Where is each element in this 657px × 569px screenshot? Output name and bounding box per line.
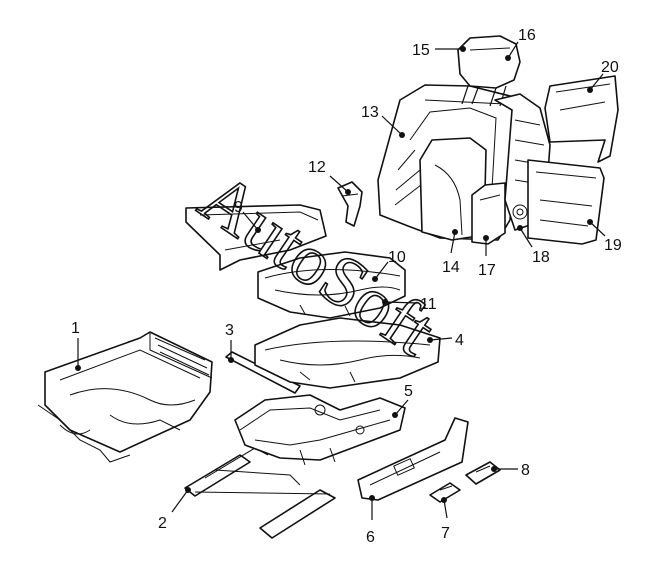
callout-number: 17 xyxy=(478,262,496,279)
callout-20: 20 xyxy=(587,59,619,93)
callout-12: 12 xyxy=(308,159,351,195)
callout-8: 8 xyxy=(491,462,530,479)
callout-6: 6 xyxy=(366,495,375,546)
part-side-shield xyxy=(471,182,506,245)
callout-16: 16 xyxy=(505,27,536,61)
callout-15: 15 xyxy=(412,42,466,59)
callout-number: 11 xyxy=(420,296,437,313)
callout-number: 16 xyxy=(518,27,536,44)
callout-13: 13 xyxy=(361,104,405,138)
part-back-panel-top xyxy=(544,75,619,163)
callout-10: 10 xyxy=(372,249,406,282)
part-trim-strip xyxy=(225,351,301,394)
callout-9: 9 xyxy=(234,199,261,233)
part-side-cover xyxy=(185,204,327,271)
part-headrest-guide xyxy=(337,181,363,227)
part-back-panel xyxy=(527,159,605,245)
callout-number: 1 xyxy=(71,320,80,337)
callout-2: 2 xyxy=(158,487,191,532)
callout-number: 13 xyxy=(361,104,379,121)
callout-11: 11 xyxy=(382,296,437,313)
callout-1: 1 xyxy=(71,320,81,371)
callout-number: 20 xyxy=(601,59,619,76)
callout-number: 7 xyxy=(441,525,450,542)
part-seat-frame xyxy=(37,331,213,463)
callout-4: 4 xyxy=(427,332,464,349)
callout-5: 5 xyxy=(392,383,413,418)
callout-number: 18 xyxy=(532,249,550,266)
callout-number: 6 xyxy=(366,529,375,546)
callout-17: 17 xyxy=(478,235,496,279)
callout-number: 5 xyxy=(404,383,413,400)
part-seat-rail xyxy=(184,447,336,539)
part-upper-cushion xyxy=(257,251,406,319)
callout-number: 3 xyxy=(225,322,234,339)
callout-number: 15 xyxy=(412,42,430,59)
part-seat-adjuster xyxy=(234,394,406,466)
part-side-panel xyxy=(357,417,469,501)
part-switch-7 xyxy=(429,482,461,503)
callout-14: 14 xyxy=(442,229,460,276)
callout-number: 4 xyxy=(455,332,464,349)
callout-18: 18 xyxy=(517,225,550,266)
callout-number: 9 xyxy=(234,199,243,216)
callout-number: 14 xyxy=(442,259,460,276)
callout-3: 3 xyxy=(225,322,234,363)
callout-7: 7 xyxy=(441,497,450,542)
callout-number: 10 xyxy=(388,249,406,266)
part-lower-cushion xyxy=(254,317,441,389)
part-switch-8 xyxy=(465,461,501,485)
part-headrest xyxy=(457,35,521,107)
callout-number: 2 xyxy=(158,515,167,532)
callout-19: 19 xyxy=(587,219,622,254)
callout-number: 12 xyxy=(308,159,326,176)
callout-number: 19 xyxy=(604,237,622,254)
callout-number: 8 xyxy=(521,462,530,479)
